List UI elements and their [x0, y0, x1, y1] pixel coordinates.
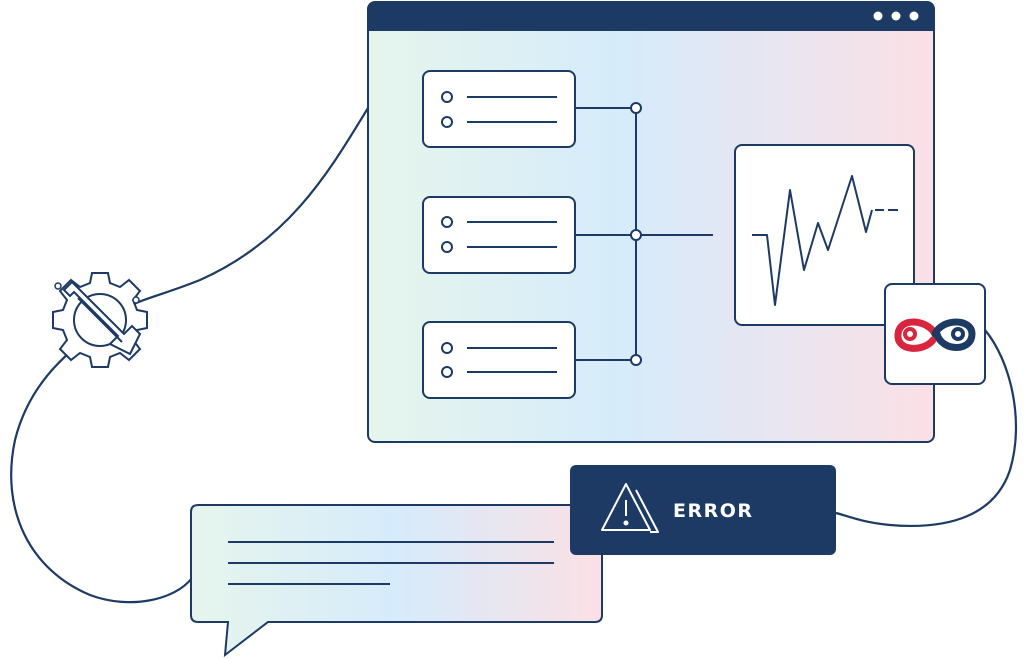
- gear-wrench-icon: [52, 272, 148, 368]
- connector-curve-right: [835, 329, 1018, 527]
- window-dot-icon: [873, 11, 883, 21]
- window-dot-icon: [909, 11, 919, 21]
- connector-curve-left: [10, 107, 369, 604]
- error-label: ERROR: [673, 500, 754, 522]
- browser-window: [367, 1, 935, 443]
- error-badge: ERROR: [570, 465, 836, 555]
- warning-triangle-icon: [601, 483, 659, 533]
- window-dot-icon: [891, 11, 901, 21]
- window-title-bar: [368, 2, 934, 31]
- connector-node-icon: [630, 102, 642, 366]
- list-card: [422, 196, 576, 274]
- list-card: [422, 70, 576, 148]
- chat-bubble: [190, 504, 603, 658]
- list-card: [422, 321, 576, 399]
- infinity-loop-logo: [884, 283, 986, 385]
- waveform-chart-icon: [734, 144, 915, 326]
